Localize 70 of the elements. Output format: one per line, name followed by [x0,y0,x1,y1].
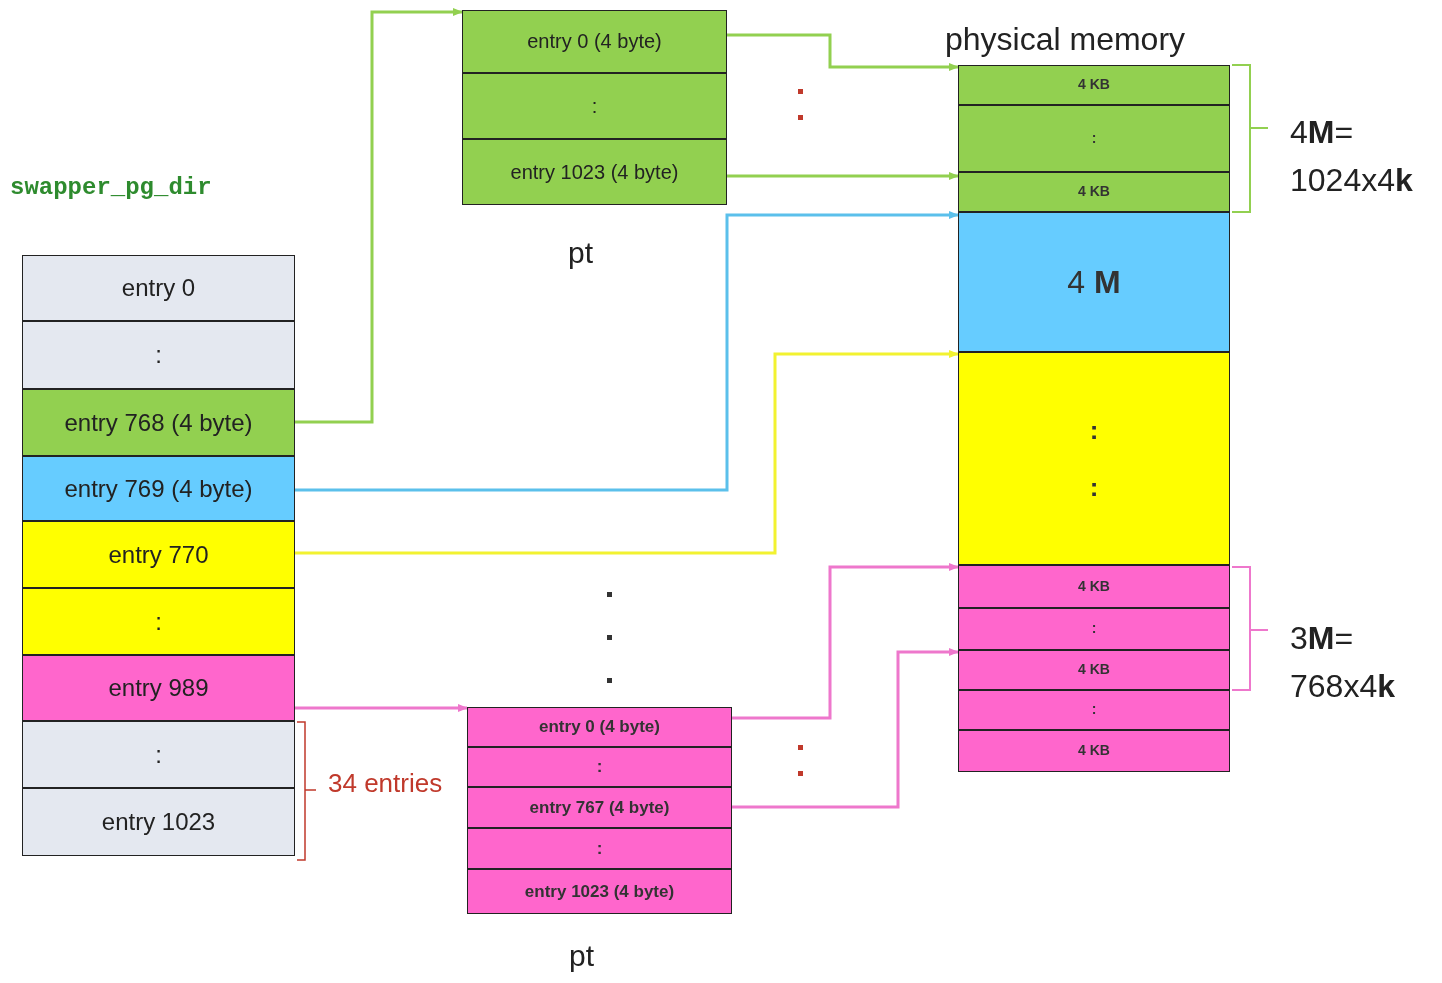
row-text: entry 0 (4 byte) [539,716,660,738]
table-row [462,73,727,139]
table-row [22,788,295,856]
table-row [958,352,1230,565]
row-text: : [1089,470,1099,503]
row-text: : [1091,701,1097,719]
arrow [295,8,463,424]
row-text: 4 M [1067,263,1121,302]
table-heading: swapper_pg_dir [10,173,212,203]
row-text: entry 1023 (4 byte) [524,880,675,903]
row-text: entry 1023 (4 byte) [510,159,679,185]
table-row [22,255,295,321]
row-text: 4 KB [1078,661,1110,679]
table-row [958,212,1230,352]
row-text: entry 0 [121,273,196,303]
bracket-label: 34 entries [328,767,443,800]
table-row [22,655,295,721]
row-text: entry 769 (4 byte) [64,473,253,504]
arrow [295,211,959,492]
arrow [727,33,959,71]
row-text: entry 989 [108,673,209,703]
size-label: 3M= 768x4k [1290,619,1396,706]
row-text: : [155,739,162,770]
table-row [958,172,1230,212]
row-text: entry 768 (4 byte) [64,407,253,438]
table-row [958,105,1230,172]
arrow [295,350,959,555]
table-row [467,787,732,828]
table-row [462,10,727,73]
table-row [462,139,727,205]
row-text: : [591,93,598,119]
table-heading: physical memory [945,20,1186,59]
arrow [727,172,959,180]
table-row [22,321,295,389]
row-text: : [596,756,603,778]
arrow [295,704,468,712]
row-text: : [596,837,603,860]
row-text: 4 KB [1078,76,1110,94]
table-row [22,588,295,655]
table-row [22,521,295,588]
table-row [22,389,295,456]
table-row [467,707,732,747]
table-heading: pt [569,941,595,971]
row-text: entry 1023 [101,807,216,837]
table-row [958,690,1230,730]
size-label: 4M= 1024x4k [1290,113,1414,200]
row-text: : [1091,129,1097,148]
row-text: : [155,340,162,370]
row-text: 4 KB [1078,183,1110,201]
table-row [467,828,732,869]
table-row [467,869,732,914]
row-text: 4 KB [1078,577,1110,596]
arrow [732,563,959,720]
table-row [958,730,1230,772]
table-row [958,65,1230,105]
row-text: 4 KB [1078,742,1110,760]
table-row [467,747,732,787]
row-text: : [155,606,162,637]
table-row [22,456,295,521]
row-text: entry 767 (4 byte) [529,796,670,819]
table-row [958,608,1230,650]
table-row [958,565,1230,608]
table-row [22,721,295,788]
row-text: entry 770 [108,539,209,570]
table-heading: pt [568,235,594,271]
table-row [958,650,1230,690]
row-text: : [1089,414,1099,447]
arrow [732,648,959,809]
row-text: : [1091,620,1097,638]
row-text: entry 0 (4 byte) [527,29,662,54]
